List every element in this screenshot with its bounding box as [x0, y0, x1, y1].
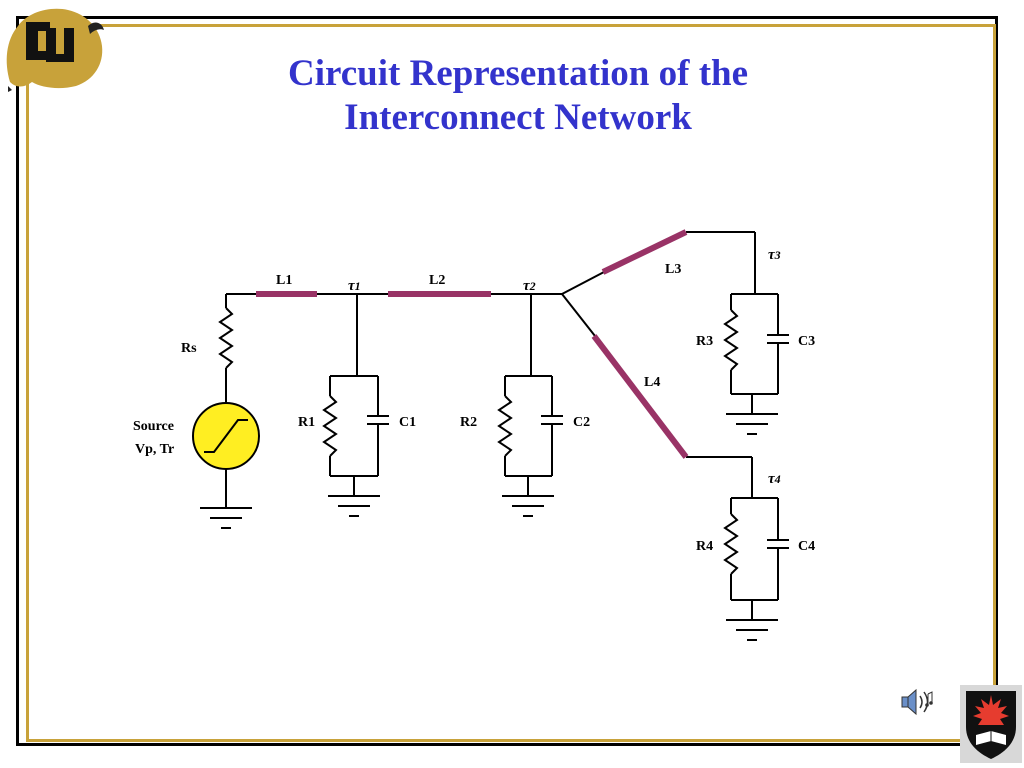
tau4-symbol: τ — [768, 471, 776, 487]
tau4-index: 4 — [774, 472, 781, 486]
title-line-1: Circuit Representation of the — [287, 53, 749, 94]
slide-frame-inner — [26, 24, 996, 742]
label-source-params: Vp, Tr — [135, 442, 174, 457]
label-r2: R2 — [460, 415, 477, 430]
slide-frame-outer — [16, 16, 998, 746]
transmission-line-l3 — [601, 229, 688, 275]
wire-split-to-l4 — [561, 293, 596, 337]
label-source: Source — [133, 419, 174, 434]
tau1-index: 1 — [355, 279, 361, 293]
label-c4: C4 — [798, 539, 815, 554]
title-line-2: Interconnect Network — [344, 97, 692, 138]
resistor-rs — [218, 307, 234, 369]
tau1-symbol: τ — [348, 278, 356, 294]
label-l2: L2 — [429, 273, 445, 288]
resistor-r2 — [497, 395, 513, 457]
source-ramp-icon — [204, 419, 248, 453]
label-l4: L4 — [644, 375, 660, 390]
label-r1: R1 — [298, 415, 315, 430]
label-tau2: τ2 — [523, 278, 536, 294]
label-l3: L3 — [665, 262, 681, 277]
tau2-symbol: τ — [523, 278, 531, 294]
label-c3: C3 — [798, 334, 815, 349]
label-tau3: τ3 — [768, 247, 781, 263]
wire-split-to-l3 — [561, 271, 605, 295]
speaker-icon[interactable] — [898, 686, 938, 718]
label-rs: Rs — [181, 341, 197, 356]
resistor-r3 — [723, 309, 739, 371]
tau2-index: 2 — [529, 279, 536, 293]
label-c2: C2 — [573, 415, 590, 430]
slide-title: Circuit Representation of the Interconne… — [200, 52, 836, 140]
label-l1: L1 — [276, 273, 292, 288]
resistor-r1 — [322, 395, 338, 457]
tau3-symbol: τ — [768, 247, 776, 263]
label-r4: R4 — [696, 539, 713, 554]
label-tau1: τ1 — [348, 278, 361, 294]
tau3-index: 3 — [774, 248, 781, 262]
label-r3: R3 — [696, 334, 713, 349]
label-tau4: τ4 — [768, 471, 781, 487]
transmission-line-l4 — [591, 334, 689, 459]
label-c1: C1 — [399, 415, 416, 430]
university-shield-logo — [960, 685, 1022, 763]
cu-buffalo-logo — [6, 8, 104, 92]
resistor-r4 — [723, 513, 739, 575]
